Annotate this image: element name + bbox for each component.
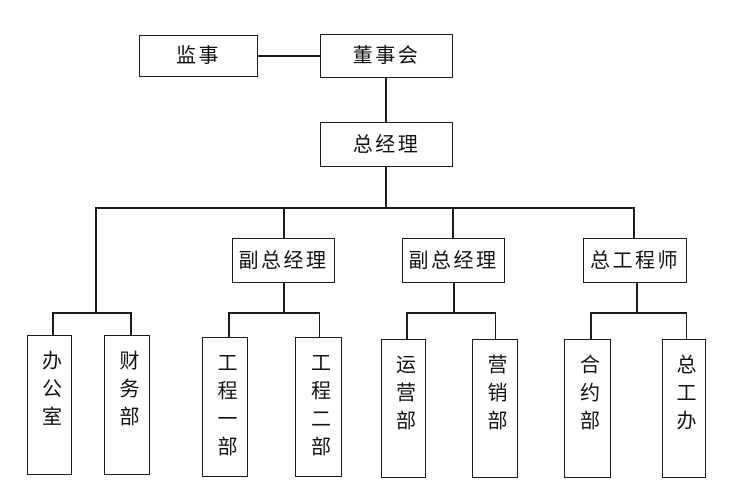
edge-marketing-drop-line <box>494 312 496 339</box>
node-engineering-dept-2-label: 工程二部 <box>307 352 330 464</box>
node-supervisor: 监事 <box>139 35 258 77</box>
deputy2-children-bus-line <box>406 312 496 314</box>
node-chief-engineer-office-label: 总工办 <box>673 354 695 438</box>
node-deputy-gm-2: 副总经理 <box>402 238 505 283</box>
node-general-manager-label: 总经理 <box>352 133 421 156</box>
node-engineering-dept-1: 工程一部 <box>202 337 248 477</box>
edge-engineering2-drop-line <box>318 312 320 337</box>
edge-gm-stem-line <box>385 167 387 208</box>
node-deputy-gm-1-label: 副总经理 <box>238 249 329 272</box>
edge-engineering1-drop-line <box>228 312 230 337</box>
deputy1-stem-line <box>283 283 285 312</box>
deputy2-stem-line <box>453 283 455 312</box>
node-marketing-dept: 营销部 <box>472 339 518 478</box>
deputy1-children-bus-line <box>228 312 320 314</box>
node-deputy-gm-1: 副总经理 <box>232 238 335 283</box>
node-finance-dept: 财务部 <box>104 335 150 475</box>
node-contract-dept-label: 合约部 <box>576 354 599 438</box>
edge-office-drop-line <box>52 312 54 335</box>
edge-finance-drop-line <box>130 312 132 335</box>
edge-gm-left-branch-line <box>95 207 97 313</box>
node-chief-engineer-label: 总工程师 <box>590 249 680 272</box>
node-office: 办公室 <box>27 335 72 475</box>
edge-gm-deputy1-line <box>283 207 285 238</box>
edge-supervisor-board-line <box>258 55 320 57</box>
edge-contract-drop-line <box>590 312 592 339</box>
node-general-manager: 总经理 <box>320 122 453 167</box>
edge-board-gm-line <box>385 78 387 122</box>
left-branch-bus-line <box>52 312 132 314</box>
node-deputy-gm-2-label: 副总经理 <box>408 249 499 272</box>
chiefengineer-children-bus-line <box>590 312 687 314</box>
node-chief-engineer-office: 总工办 <box>662 339 706 478</box>
node-board: 董事会 <box>320 34 453 78</box>
node-engineering-dept-1-label: 工程一部 <box>214 352 236 464</box>
edge-gm-deputy2-line <box>452 207 454 238</box>
edge-chiefoffice-drop-line <box>685 312 687 339</box>
node-operations-dept: 运营部 <box>381 339 426 478</box>
node-engineering-dept-2: 工程二部 <box>295 337 342 477</box>
edge-operations-drop-line <box>406 312 408 339</box>
gm-children-bus-line <box>95 207 634 209</box>
node-contract-dept: 合约部 <box>564 339 611 478</box>
node-operations-dept-label: 运营部 <box>392 354 415 438</box>
node-office-label: 办公室 <box>38 350 61 434</box>
chiefengineer-stem-line <box>636 283 638 312</box>
node-marketing-dept-label: 营销部 <box>484 354 506 438</box>
node-finance-dept-label: 财务部 <box>116 350 138 434</box>
node-supervisor-label: 监事 <box>176 45 221 67</box>
node-chief-engineer: 总工程师 <box>583 238 687 283</box>
node-board-label: 董事会 <box>352 45 421 67</box>
edge-gm-chiefengineer-line <box>633 207 635 238</box>
